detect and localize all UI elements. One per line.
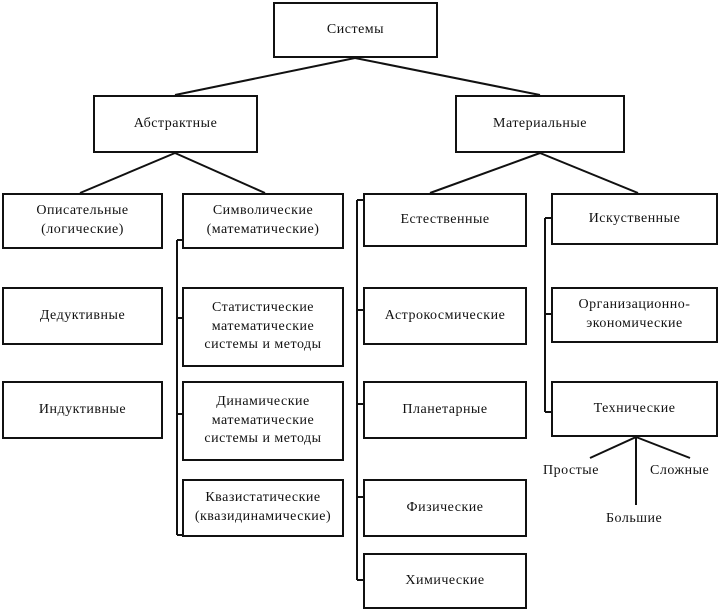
edge-abstract-describing	[79, 152, 176, 194]
node-physical: Физические	[363, 479, 527, 537]
node-natural: Естественные	[363, 193, 527, 247]
edge-technical-simple	[589, 436, 637, 459]
edge-abstract-symbolic	[174, 152, 266, 194]
node-organizational: Организационно- экономические	[551, 287, 718, 343]
node-quasistatic: Квазистатические (квазидинамические)	[182, 479, 344, 537]
label-complex: Сложные	[650, 463, 710, 478]
edge-material-artificial	[539, 152, 639, 194]
edge-technical-complex	[635, 436, 691, 459]
node-chemical: Химические	[363, 553, 527, 609]
edge-root-abstract	[174, 57, 356, 96]
node-material: Материальные	[455, 95, 625, 153]
node-dynamic: Динамические математические системы и ме…	[182, 381, 344, 461]
node-systems: Системы	[273, 2, 438, 58]
label-big: Большие	[606, 511, 663, 526]
node-describing: Описательные (логические)	[2, 193, 163, 249]
edge-material-natural	[429, 152, 541, 194]
node-planetary: Планетарные	[363, 381, 527, 439]
node-statistical: Статистические математические системы и …	[182, 287, 344, 367]
node-abstract: Абстрактные	[93, 95, 258, 153]
node-deductive: Дедуктивные	[2, 287, 163, 345]
node-inductive: Индуктивные	[2, 381, 163, 439]
node-artificial: Искуственные	[551, 193, 718, 245]
edge-root-material	[354, 57, 541, 96]
node-technical: Технические	[551, 381, 718, 437]
label-simple: Простые	[543, 463, 599, 478]
node-symbolic: Символические (математические)	[182, 193, 344, 249]
node-astrocosmic: Астрокосмические	[363, 287, 527, 345]
